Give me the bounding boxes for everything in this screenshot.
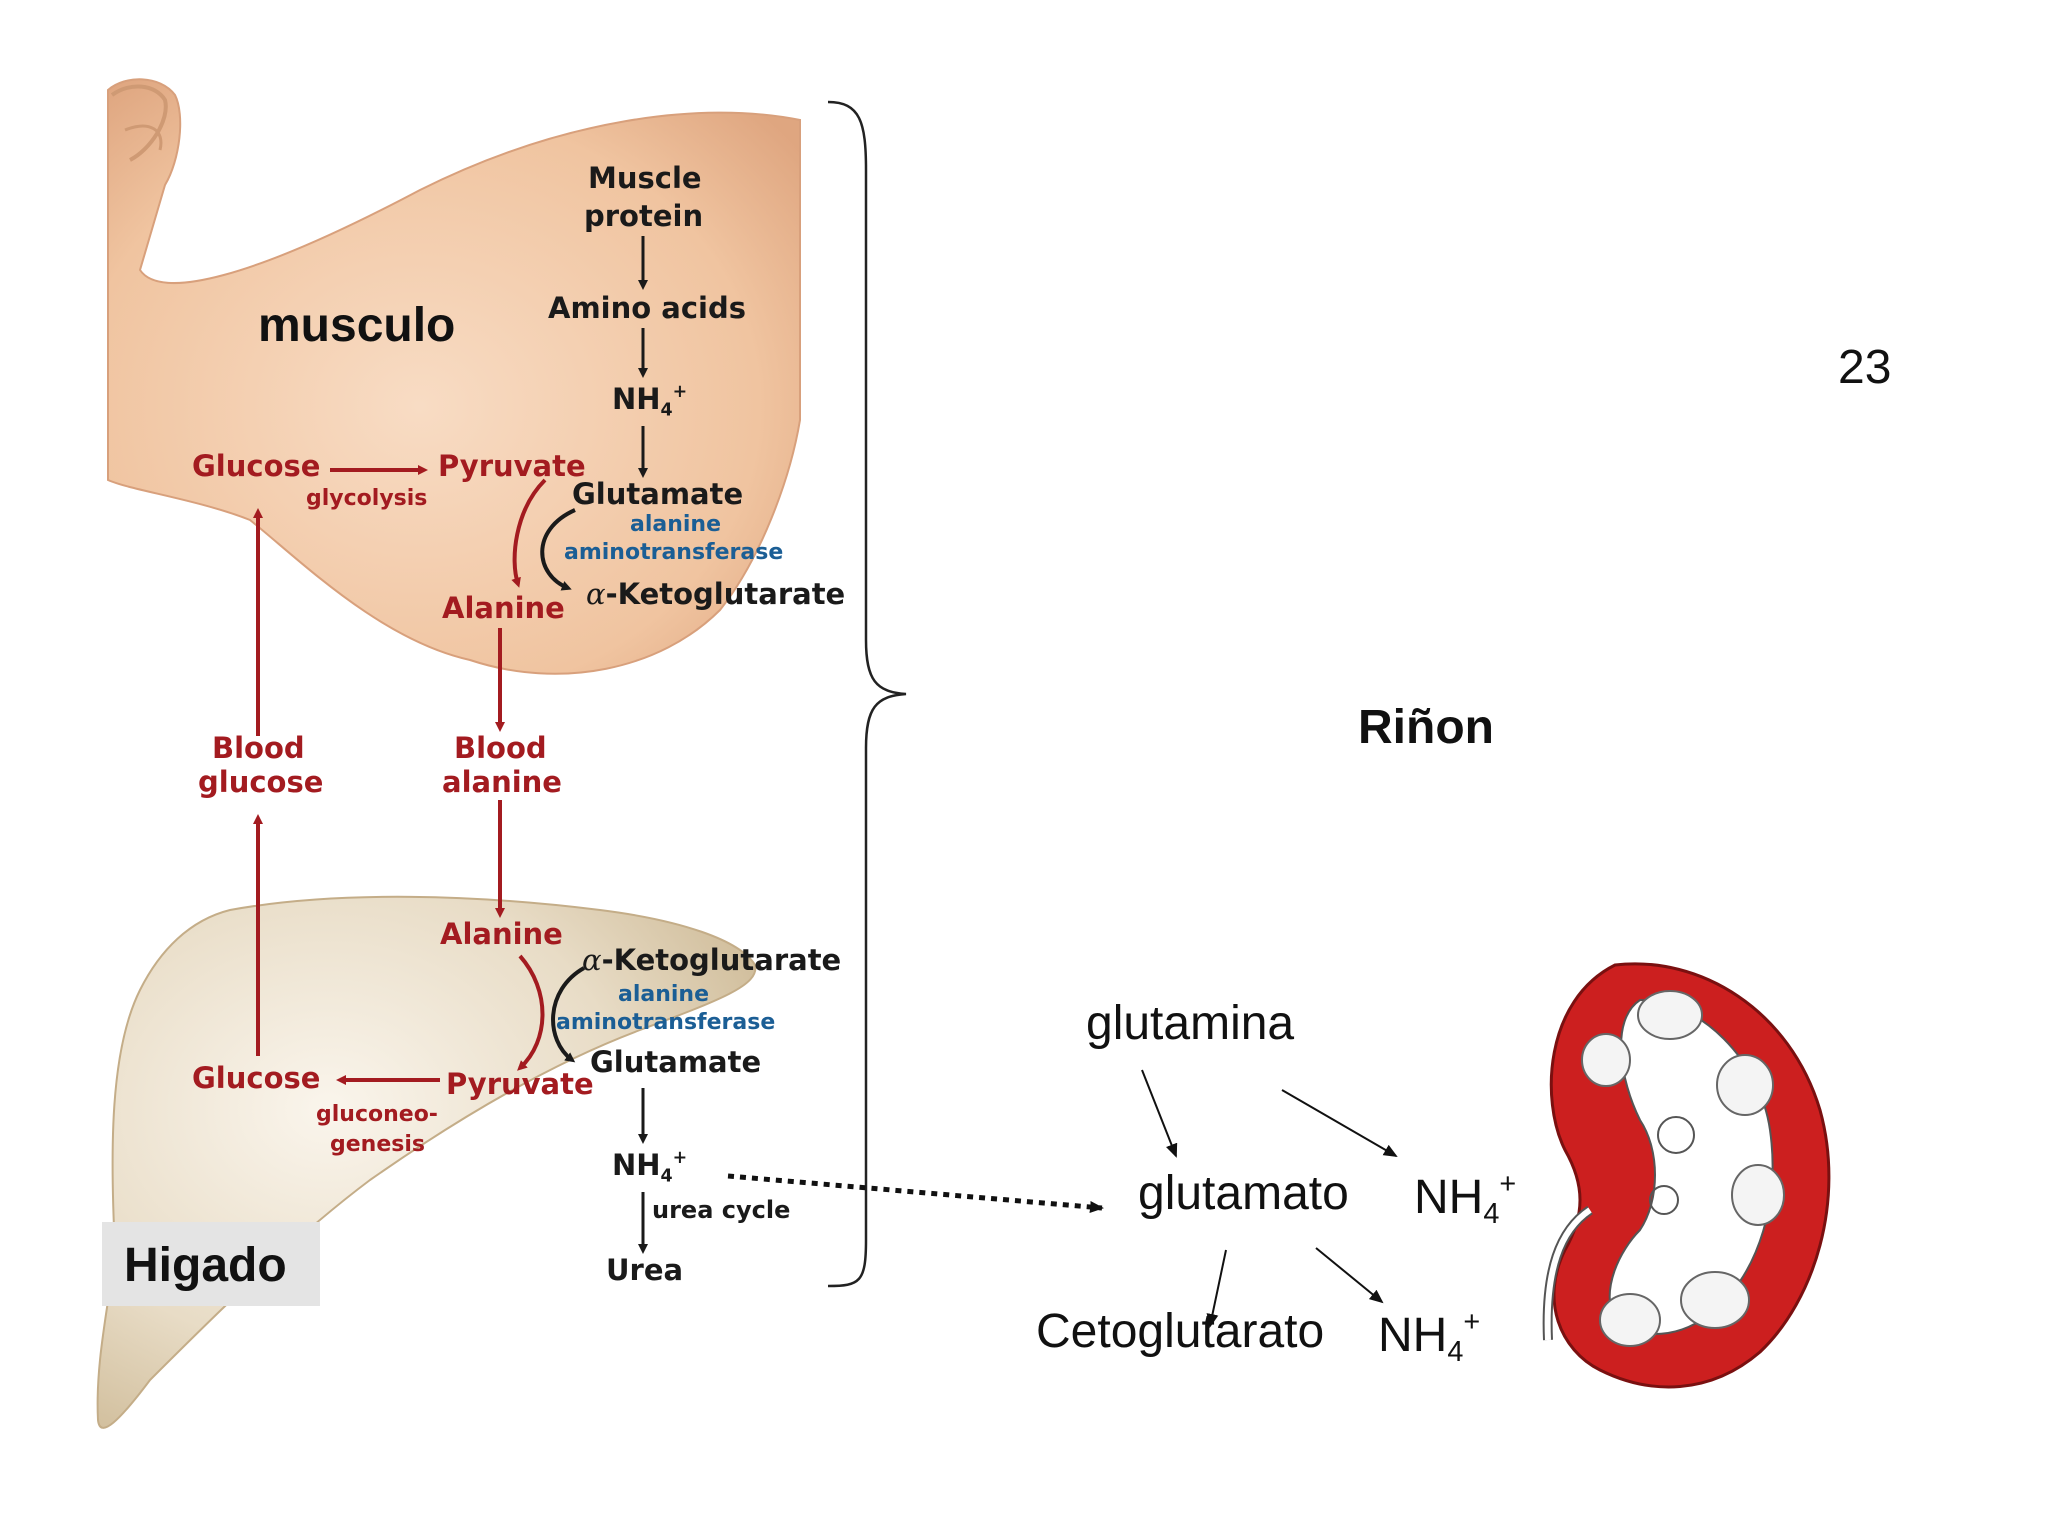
arrow-glutamina-to-nh4 [1281,1089,1398,1158]
liver-illustration [96,895,757,1429]
arrow-glutamina-to-glutamato [1141,1069,1178,1158]
label-rinon: Riñon [1358,701,1494,754]
muscle-protein-line1: Muscle [588,161,702,195]
kidney-nh4-b: NH4+ [1378,1306,1481,1369]
muscle-protein-line2: protein [584,199,704,233]
higado-label-bg [102,1222,320,1306]
arrow-glutamato-to-nh4 [1315,1247,1384,1304]
gluconeogenesis-line1: gluconeo- [316,1102,438,1127]
blood-alanine-line1: Blood [454,731,547,765]
glycolysis-label: glycolysis [306,486,428,511]
liver-alanine: Alanine [440,917,563,951]
muscle-ketoglutarate: α-Ketoglutarate [586,577,846,611]
arm-illustration [107,78,801,675]
urea-cycle-label: urea cycle [652,1196,791,1224]
muscle-glutamate: Glutamate [572,477,744,511]
muscle-enzyme-line2: aminotransferase [564,540,784,565]
gluconeogenesis-line2: genesis [330,1132,425,1157]
kidney-nh4-a: NH4+ [1414,1168,1517,1231]
liver-glutamate: Glutamate [590,1045,762,1079]
muscle-alanine: Alanine [442,591,565,625]
liver-enzyme-line2: aminotransferase [556,1010,776,1035]
muscle-enzyme-line1: alanine [630,512,722,537]
kidney-glutamina: glutamina [1086,997,1295,1050]
muscle-glucose: Glucose [192,449,321,483]
liver-pyruvate: Pyruvate [446,1067,594,1101]
label-musculo: musculo [258,299,456,352]
muscle-pyruvate: Pyruvate [438,449,586,483]
muscle-transamination-red-curve [511,478,547,588]
kidney-illustration [1542,962,1831,1389]
label-higado: Higado [124,1239,287,1292]
liver-transamination-black-curve [551,966,586,1063]
bracket-brace [827,100,907,1288]
liver-transamination-red-curve [517,954,545,1071]
amino-acids: Amino acids [548,291,746,325]
liver-enzyme-line1: alanine [618,982,710,1007]
kidney-cetoglutarato: Cetoglutarato [1036,1305,1325,1358]
urea: Urea [606,1253,684,1287]
page-number: 23 [1838,341,1892,394]
kidney-glutamato: glutamato [1138,1167,1349,1220]
arrow-glutamato-to-cetoglutarato [1206,1249,1227,1328]
blood-glucose-line2: glucose [198,765,324,799]
blood-glucose-line1: Blood [212,731,305,765]
muscle-nh4: NH4+ [612,382,688,421]
liver-nh4: NH4+ [612,1148,688,1187]
liver-glucose: Glucose [192,1061,321,1095]
blood-alanine-line2: alanine [442,765,562,799]
muscle-transamination-black-curve [540,508,576,591]
liver-ketoglutarate: α-Ketoglutarate [582,943,842,977]
dotted-arrow-liver-to-kidney [727,1173,1104,1213]
